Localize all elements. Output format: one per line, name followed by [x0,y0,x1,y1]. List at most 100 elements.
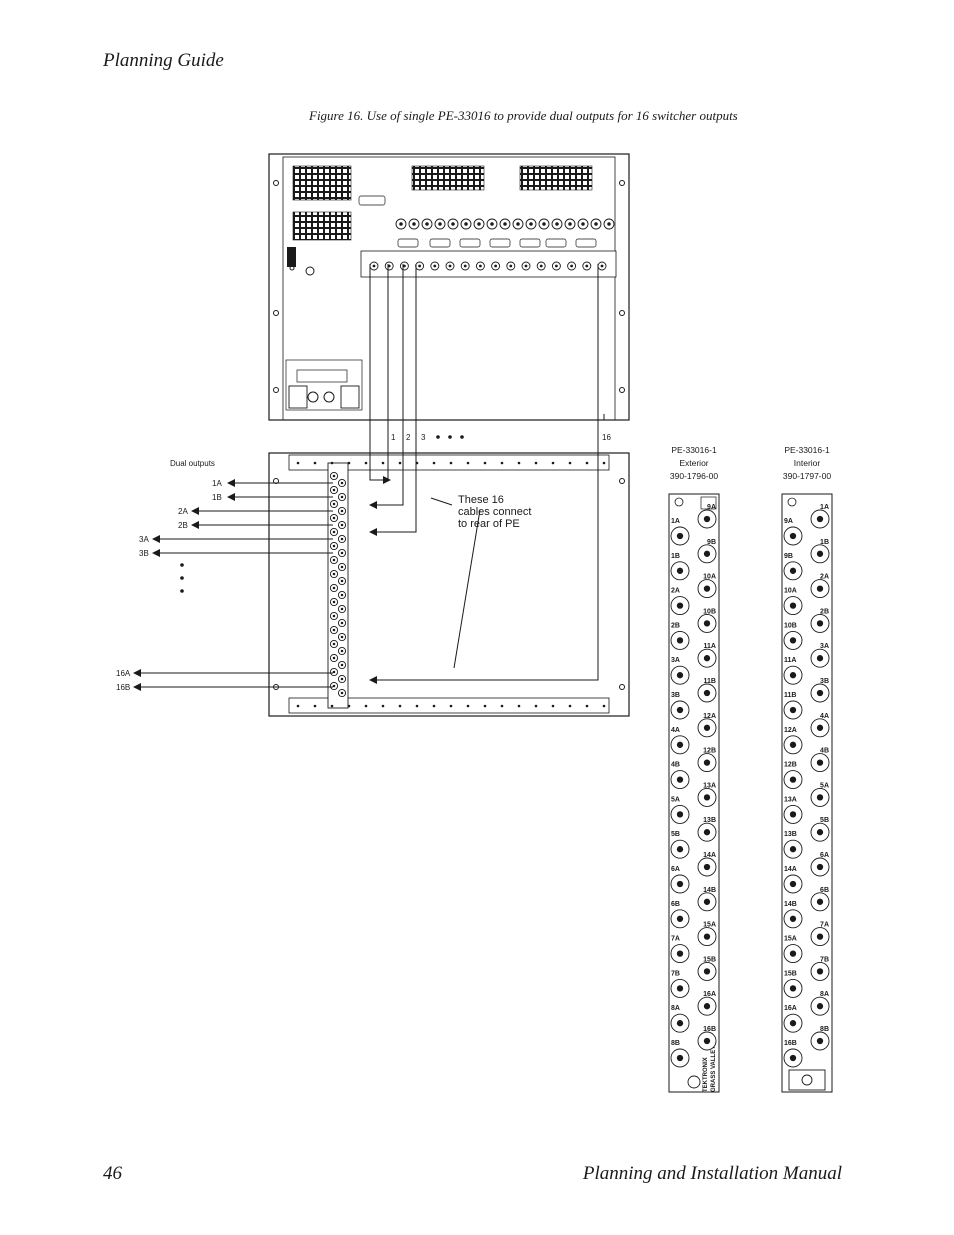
panel-connector-label: 15B [703,956,716,963]
page-number: 46 [103,1163,122,1184]
bnc-connector-icon [697,787,717,807]
bnc-connector-icon [329,653,339,663]
output-label-16b: 16B [116,683,130,692]
ellipsis-dot [180,576,184,580]
brand-line-1: TEKTRONIX [703,1057,709,1092]
panel-connector-label: 2B [820,608,829,615]
bnc-connector-icon [597,261,607,271]
bnc-connector-icon [434,218,446,230]
bnc-connector-icon [783,735,803,755]
panel-connector-label: 3A [820,643,829,650]
bnc-connector-icon [783,700,803,720]
bnc-connector-icon [697,579,717,599]
bnc-connector-icon [697,613,717,633]
bnc-connector-icon [337,534,347,544]
bnc-connector-icon [697,1031,717,1051]
panel-connector-label: 14B [703,887,716,894]
panel-connector-label: 1B [820,539,829,546]
bnc-connector-icon [329,499,339,509]
ellipsis-dot [180,563,184,567]
dual-output-arrows [133,479,333,691]
bnc-connector-icon [697,683,717,703]
bnc-connector-icon [525,218,537,230]
bnc-connector-icon [499,218,511,230]
interior-part-number: 390-1797-00 [783,471,831,481]
serial-port-icon [545,238,567,248]
output-label-16a: 16A [116,669,131,678]
panel-connector-label: 6A [820,852,829,859]
panel-connector-label: 4A [671,727,680,734]
panel-connector-label: 15A [784,936,797,943]
panel-connector-label: 2A [671,588,680,595]
bnc-connector-icon [670,909,690,929]
bnc-connector-icon [810,579,830,599]
ellipsis-dot [448,435,452,439]
bnc-connector-icon [408,218,420,230]
bnc-connector-icon [783,561,803,581]
cable-number-3: 3 [421,433,426,442]
serial-port-icon [429,238,451,248]
bnc-connector-icon [337,562,347,572]
bnc-connector-icon [783,665,803,685]
panel-connector-label: 8B [820,1026,829,1033]
output-label-1a: 1A [212,479,222,488]
panel-connector-label: 4A [820,713,829,720]
bnc-connector-icon [603,218,615,230]
bnc-connector-icon [783,804,803,824]
panel-connector-label: 11B [704,678,716,685]
panel-connector-label: 2A [820,574,829,581]
bnc-connector-icon [783,526,803,546]
output-label-2b: 2B [178,521,188,530]
panel-connector-label: 7B [820,956,829,963]
bnc-connector-icon [337,492,347,502]
panel-connector-label: 5A [820,782,829,789]
bnc-connector-icon [329,681,339,691]
panel-connector-label: 15B [784,970,797,977]
ellipsis-dot [436,435,440,439]
panel-connector-label: 14B [784,901,797,908]
bnc-connector-icon [564,218,576,230]
running-head: Planning Guide [103,50,224,71]
bnc-connector-icon [329,583,339,593]
serial-port-icon [397,238,419,248]
bnc-connector-icon [395,218,407,230]
bnc-connector-icon [337,632,347,642]
bnc-connector-icon [783,874,803,894]
serial-port-icon [519,238,541,248]
bnc-connector-icon [697,718,717,738]
bnc-connector-icon [329,541,339,551]
panel-connector-label: 6B [820,887,829,894]
bnc-connector-icon [337,520,347,530]
panel-connector-label: 10B [784,622,797,629]
bnc-connector-icon [783,770,803,790]
panel-connector-label: 1A [820,504,829,511]
cable-number-16: 16 [602,433,611,442]
interconnect-cables [369,264,605,684]
bnc-connector-icon [329,569,339,579]
bnc-connector-icon [670,526,690,546]
panel-connector-label: 13A [703,782,716,789]
bnc-connector-icon [670,978,690,998]
exterior-subtitle: Exterior [679,458,708,468]
panel-connector-label: 13A [784,796,797,803]
bnc-connector-icon [670,804,690,824]
bnc-connector-icon [551,218,563,230]
panel-connector-label: 7A [671,936,680,943]
panel-connector-label: 4B [820,748,829,755]
bnc-connector-icon [577,218,589,230]
bnc-connector-icon [697,648,717,668]
serial-port-icon [459,238,481,248]
bnc-connector-icon [329,667,339,677]
bnc-connector-icon [670,944,690,964]
exterior-part-number: 390-1796-00 [670,471,718,481]
panel-connector-label: 12B [703,748,716,755]
bnc-connector-icon [670,839,690,859]
bnc-connector-icon [697,961,717,981]
bnc-connector-icon [384,261,394,271]
bnc-connector-icon [521,261,531,271]
bnc-connector-icon [810,927,830,947]
bnc-connector-icon [460,218,472,230]
footer-title: Planning and Installation Manual [582,1163,842,1184]
brand-line-2: GRASS VALLEY [711,1046,717,1092]
